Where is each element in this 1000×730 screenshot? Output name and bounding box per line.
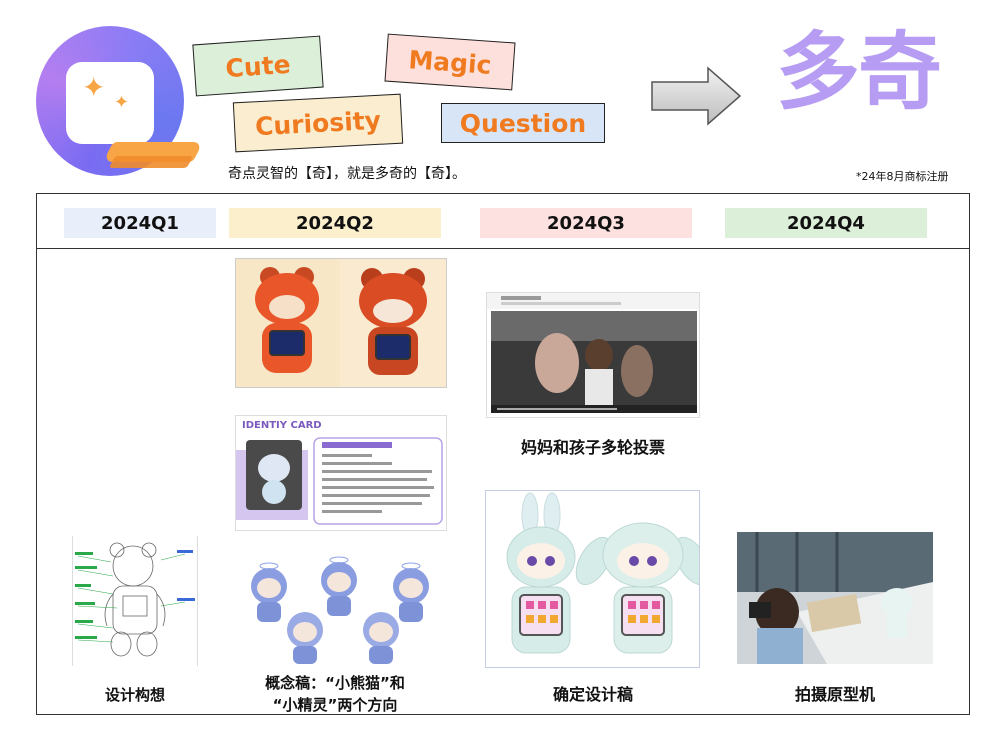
brand-logo-text: 多奇: [776, 23, 942, 121]
logo-q-hole: [66, 62, 154, 144]
final-design-image: [485, 490, 700, 668]
logo-q-tail-shadow: [108, 156, 194, 168]
caption-prototype-shoot: 拍摄原型机: [794, 685, 875, 704]
quarter-q1-label: 2024Q1: [64, 208, 216, 238]
red-panda-render-image: [235, 258, 447, 388]
sparkle-small-icon: ✦: [114, 92, 130, 113]
sparkle-icon: ✦: [82, 71, 106, 104]
identity-card-title: IDENTIY CARD: [242, 420, 322, 431]
arrow-right-icon: [651, 66, 742, 126]
caption-concept-line2: “小精灵”两个方向: [272, 696, 398, 714]
timeline-frame: [36, 193, 970, 715]
caption-concept-line1: 概念稿：“小熊猫”和: [265, 674, 405, 692]
subtitle: 奇点灵智的【奇】，就是多奇的【奇】。: [228, 166, 466, 182]
quarter-q3-label: 2024Q3: [480, 208, 692, 238]
timeline-divider: [36, 248, 970, 249]
caption-final-design: 确定设计稿: [552, 685, 633, 704]
tag-magic: Magic: [384, 33, 516, 91]
tag-cute: Cute: [192, 35, 324, 97]
sprite-concept-image: [235, 556, 447, 668]
identity-card-image: IDENTIY CARD: [235, 415, 447, 531]
caption-design-concept: 设计构想: [104, 686, 165, 704]
design-sketch-image: [72, 536, 198, 666]
trademark-note: *24年8月商标注册: [856, 170, 949, 183]
quarter-q2-label: 2024Q2: [229, 208, 441, 238]
caption-voting: 妈妈和孩子多轮投票: [520, 438, 665, 457]
tag-question: Question: [441, 103, 605, 143]
tag-curiosity: Curiosity: [232, 93, 404, 153]
prototype-photo-image: [737, 532, 933, 664]
quarter-q4-label: 2024Q4: [725, 208, 927, 238]
voting-video-image: [486, 292, 700, 418]
